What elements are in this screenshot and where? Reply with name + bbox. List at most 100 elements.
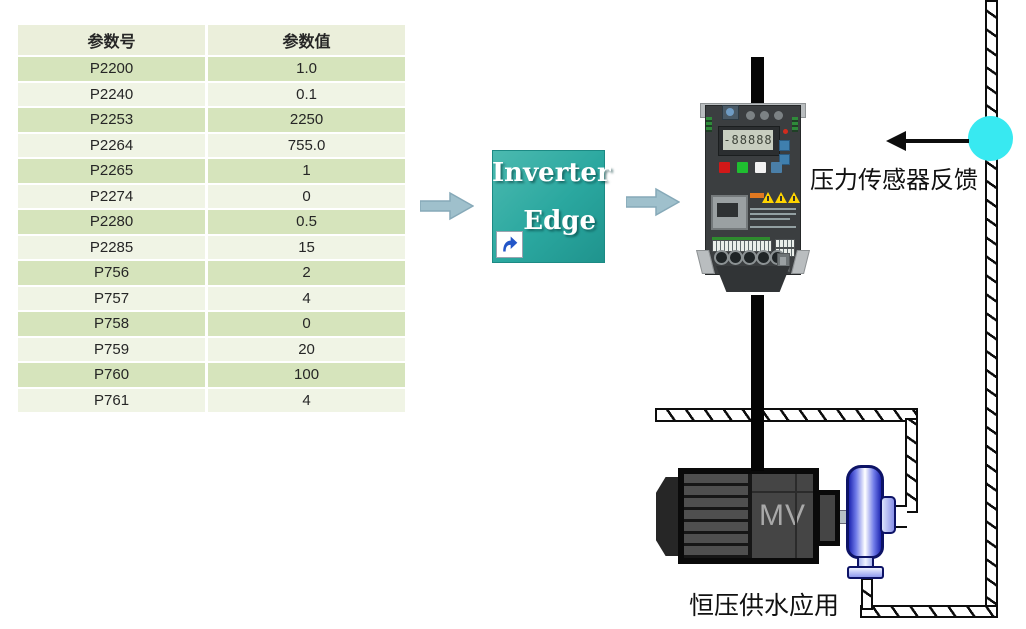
param-id: P756 [18, 261, 209, 287]
param-value: 0 [208, 312, 405, 338]
pump-body [846, 465, 884, 559]
riser-pipe [985, 0, 998, 617]
drive-knob [722, 105, 739, 120]
pump-outlet-flange [880, 496, 896, 534]
drive-mini-button [779, 140, 790, 151]
wiring-hole-icon [714, 250, 729, 265]
suction-pipe-horizontal [860, 605, 998, 618]
param-id: P761 [18, 388, 209, 414]
param-id: P2200 [18, 57, 209, 83]
warning-triangle-icon [762, 192, 774, 203]
motor: MV [678, 468, 819, 564]
pressure-sensor-node [968, 116, 1013, 161]
vent-hole-icon [760, 111, 769, 120]
label-text-line [750, 208, 796, 210]
param-id: P2274 [18, 184, 209, 210]
drive-mini-button [779, 154, 790, 165]
motor-cooling-fins [684, 474, 752, 558]
param-id: P2280 [18, 210, 209, 236]
wiring-hole-icon [756, 250, 771, 265]
motor-label: MV [759, 499, 806, 532]
param-value: 755.0 [208, 133, 405, 159]
param-id: P759 [18, 337, 209, 363]
motor-cable [751, 295, 764, 471]
param-value: 4 [208, 388, 405, 414]
param-id: P757 [18, 286, 209, 312]
run-button [737, 162, 748, 173]
application-label: 恒压供水应用 [689, 592, 840, 620]
param-id: P2285 [18, 235, 209, 261]
label-text-line [750, 218, 790, 220]
drive-display-frame: -88888 [718, 126, 780, 156]
discharge-pipe-elbow [905, 418, 918, 513]
inverter-edge-app-icon[interactable]: Inverter Edge [492, 150, 611, 263]
feedback-arrow-icon [903, 139, 969, 143]
app-icon-title-line2: Edge [523, 206, 596, 236]
terminal-strip-base [712, 237, 770, 241]
param-id: P2264 [18, 133, 209, 159]
shortcut-arrow-icon [496, 231, 523, 258]
power-cable-top [751, 57, 764, 103]
wiring-hole-icon [742, 250, 757, 265]
drive-display: -88888 [723, 130, 773, 150]
vent-hole-icon [746, 111, 755, 120]
param-value: 100 [208, 363, 405, 389]
vent-hole-icon [774, 111, 783, 120]
param-value: 1.0 [208, 57, 405, 83]
brand-mark [750, 193, 764, 198]
motor-bearing-block [815, 490, 840, 546]
col-header-param-number: 参数号 [18, 25, 209, 57]
terminal-pins-icon [706, 117, 712, 132]
param-id: P2240 [18, 82, 209, 108]
table-header-row: 参数号 参数值 [18, 25, 405, 57]
param-id: P2253 [18, 108, 209, 134]
status-led-icon [783, 129, 788, 134]
param-id: P758 [18, 312, 209, 338]
drive-option-slot [711, 195, 748, 230]
wiring-hole-icon [728, 250, 743, 265]
param-value: 20 [208, 337, 405, 363]
terminal-pins-icon [792, 117, 798, 132]
mode-button [771, 162, 782, 173]
drive-base [716, 266, 790, 292]
col-header-param-value: 参数值 [208, 25, 405, 57]
warning-triangle-icon [788, 192, 800, 203]
param-value: 4 [208, 286, 405, 312]
param-value: 1 [208, 159, 405, 185]
flow-arrow-icon [625, 186, 681, 223]
app-icon-title-line1: Inverter [492, 158, 611, 188]
param-id: P2265 [18, 159, 209, 185]
vfd-drive: -88888 [696, 100, 810, 302]
param-value: 0 [208, 184, 405, 210]
flow-arrow-icon [419, 190, 475, 227]
param-value: 0.1 [208, 82, 405, 108]
function-button [755, 162, 766, 173]
pump-outlet-connector [893, 505, 907, 528]
param-value: 0.5 [208, 210, 405, 236]
param-id: P760 [18, 363, 209, 389]
sensor-feedback-label: 压力传感器反馈 [810, 167, 978, 194]
stop-button [719, 162, 730, 173]
pump-inlet-flange [847, 566, 884, 579]
param-value: 15 [208, 235, 405, 261]
param-value: 2 [208, 261, 405, 287]
discharge-pipe-horizontal [655, 408, 918, 422]
suction-pipe-vertical [861, 578, 873, 610]
warning-triangle-icon [775, 192, 787, 203]
label-text-line [750, 226, 796, 228]
io-terminal-strip [775, 239, 795, 248]
motor-housing: MV [752, 474, 813, 558]
feedback-arrowhead-icon [886, 131, 906, 151]
